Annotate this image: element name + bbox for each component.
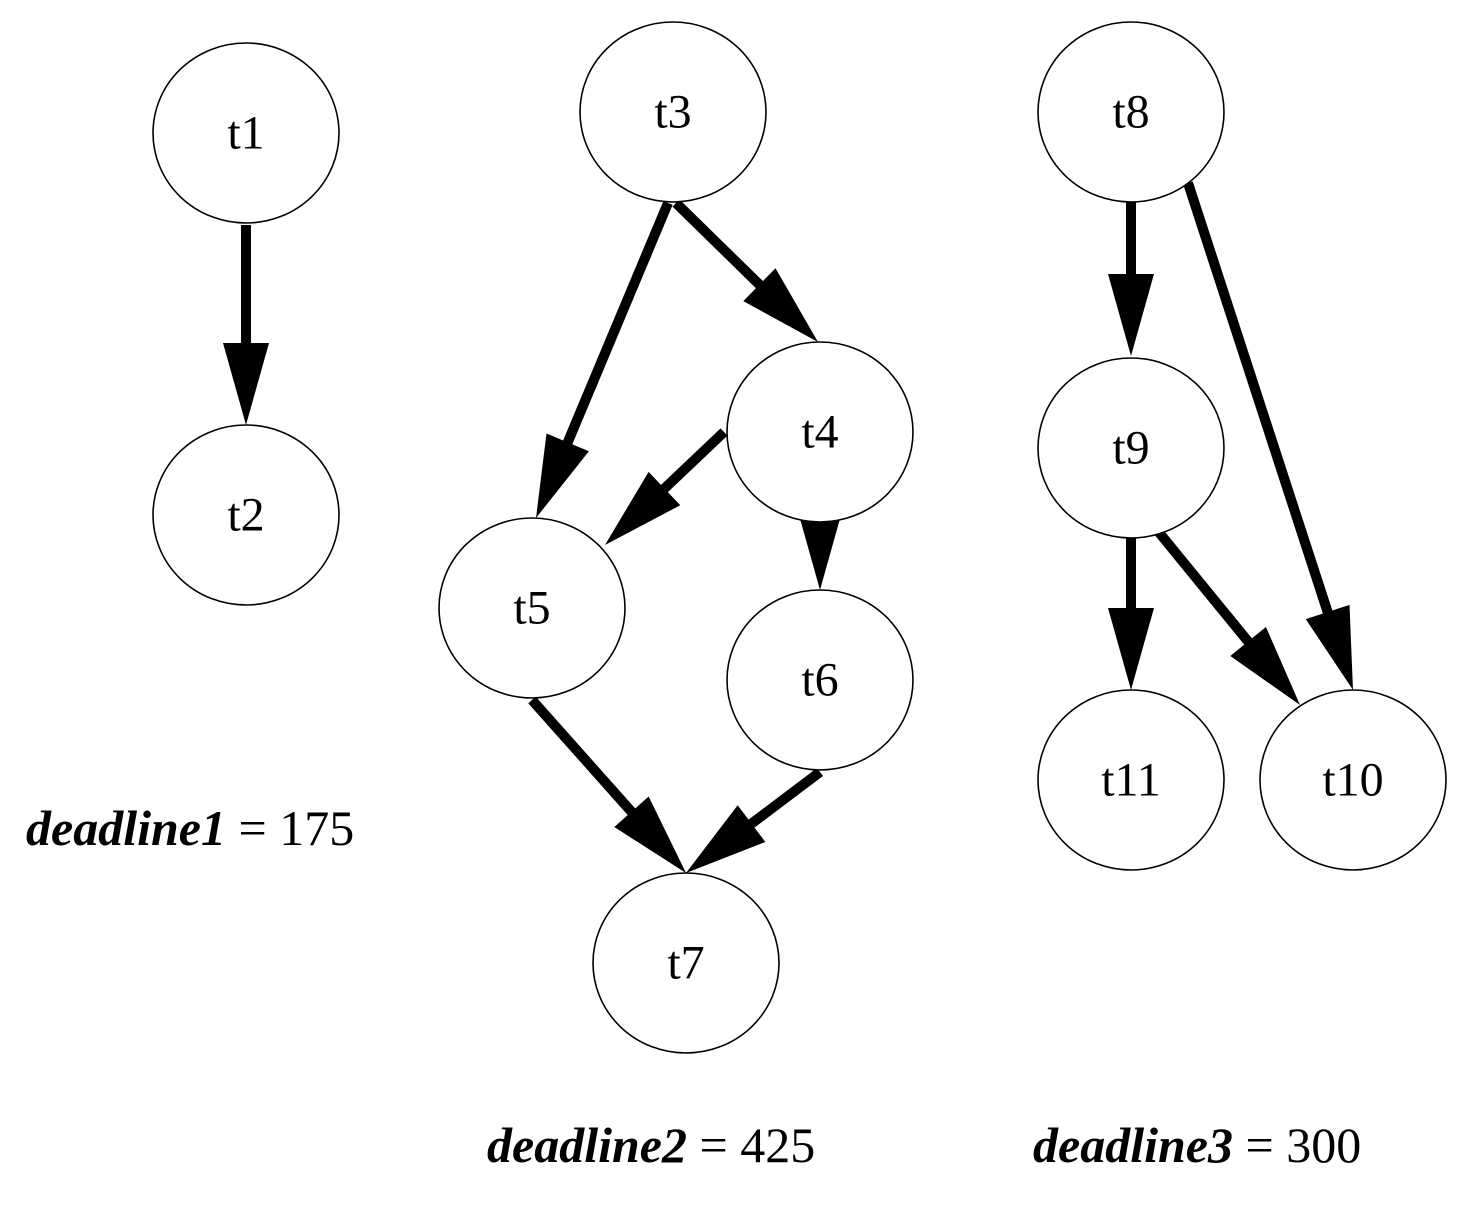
- deadline-1-operator: =: [238, 800, 267, 856]
- edge-t8-t10: [1183, 181, 1353, 690]
- node-label-t8: t8: [1112, 86, 1149, 139]
- edge-t5-t7: [528, 696, 686, 873]
- edge-line-t3-t5: [561, 201, 673, 448]
- edge-t3-t5: [536, 201, 673, 518]
- deadline-1-name: deadline1: [26, 800, 226, 856]
- deadline-2-value: 425: [740, 1117, 816, 1173]
- task-node-t2: t2: [152, 424, 340, 606]
- edge-t6-t7: [686, 768, 824, 873]
- edge-line-t4-t5: [658, 428, 728, 495]
- node-label-t1: t1: [227, 107, 264, 160]
- arrowhead-t4-t5: [605, 471, 681, 545]
- deadline-2-name: deadline2: [487, 1117, 687, 1173]
- arrowhead-t4-t6: [797, 508, 843, 590]
- edge-line-t6-t7: [745, 768, 824, 831]
- node-circle-t4: [726, 341, 914, 523]
- task-node-t9: t9: [1037, 357, 1225, 539]
- deadline-3-label: deadline3 = 300: [1033, 1120, 1361, 1170]
- node-circle-t9: [1037, 357, 1225, 539]
- node-circle-t6: [726, 589, 914, 771]
- arrowhead-t9-t11: [1108, 608, 1154, 690]
- node-circle-t3: [579, 21, 767, 203]
- task-node-t3: t3: [579, 21, 767, 203]
- deadline-1-value: 175: [279, 800, 355, 856]
- node-circle-t7: [592, 872, 780, 1054]
- node-circle-t1: [152, 42, 340, 224]
- edge-line-t5-t7: [528, 696, 638, 819]
- edge-line-t3-t4: [672, 199, 766, 292]
- node-circle-t11: [1037, 689, 1225, 871]
- edge-t8-t9: [1108, 202, 1154, 356]
- node-label-t6: t6: [801, 654, 838, 707]
- arrowhead-t1-t2: [223, 343, 269, 425]
- deadline-3-name: deadline3: [1033, 1117, 1233, 1173]
- edge-line-t8-t10: [1183, 181, 1334, 618]
- node-label-t9: t9: [1112, 422, 1149, 475]
- node-label-t5: t5: [513, 582, 550, 635]
- node-circle-t10: [1259, 689, 1447, 871]
- task-node-t7: t7: [592, 872, 780, 1054]
- deadline-2-operator: =: [699, 1117, 728, 1173]
- task-node-t10: t10: [1259, 689, 1447, 871]
- node-label-t4: t4: [801, 406, 838, 459]
- deadline-3-value: 300: [1286, 1117, 1362, 1173]
- deadline-3-operator: =: [1245, 1117, 1274, 1173]
- task-node-t11: t11: [1037, 689, 1225, 871]
- task-node-t5: t5: [438, 517, 626, 699]
- task-node-t4: t4: [726, 341, 914, 523]
- task-node-t6: t6: [726, 589, 914, 771]
- node-label-t2: t2: [227, 489, 264, 542]
- edge-t1-t2: [223, 225, 269, 425]
- arrowhead-t8-t10: [1305, 604, 1353, 690]
- node-label-t11: t11: [1101, 754, 1161, 807]
- node-circle-t5: [438, 517, 626, 699]
- arrowhead-t8-t9: [1108, 274, 1154, 356]
- arrowhead-t5-t7: [614, 796, 686, 873]
- arrowhead-t6-t7: [686, 805, 766, 873]
- arrowhead-t3-t4: [743, 268, 818, 342]
- edge-t3-t4: [672, 199, 818, 342]
- node-label-t10: t10: [1322, 754, 1383, 807]
- edge-t9-t10: [1153, 526, 1300, 705]
- task-node-t8: t8: [1037, 21, 1225, 203]
- arrowhead-t3-t5: [536, 433, 589, 518]
- edge-t9-t11: [1108, 538, 1154, 690]
- deadline-2-label: deadline2 = 425: [487, 1120, 815, 1170]
- arrowhead-t9-t10: [1230, 626, 1300, 705]
- edge-t4-t5: [605, 428, 728, 545]
- node-circle-t8: [1037, 21, 1225, 203]
- node-label-t7: t7: [667, 937, 704, 990]
- edges-layer: [223, 181, 1353, 873]
- edge-line-t9-t10: [1153, 526, 1255, 648]
- node-label-t3: t3: [654, 86, 691, 139]
- nodes-layer: t1 t2 t3 t4 t5 t6 t7 t8 t9 t10 t11: [152, 21, 1447, 1054]
- task-node-t1: t1: [152, 42, 340, 224]
- deadline-1-label: deadline1 = 175: [26, 803, 354, 853]
- node-circle-t2: [152, 424, 340, 606]
